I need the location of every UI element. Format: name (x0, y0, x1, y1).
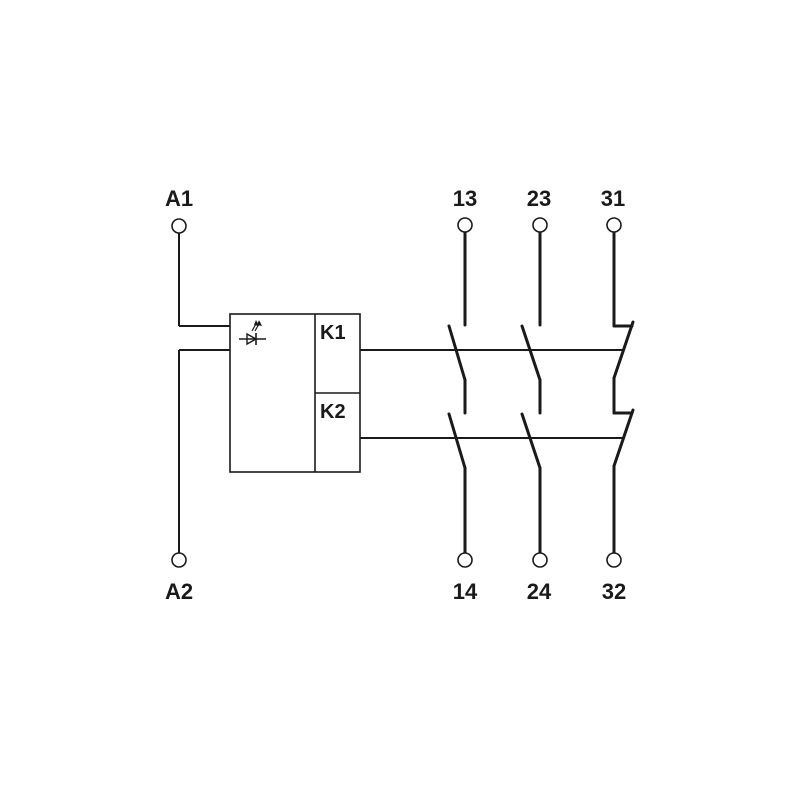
k2-contact-13-14 (447, 412, 467, 470)
terminal-14 (457, 552, 473, 568)
k1-contact-13-14 (447, 324, 467, 382)
relay-k2-label: K2 (320, 401, 346, 423)
label-24: 24 (527, 579, 552, 604)
terminal-a1 (171, 218, 187, 234)
label-a2: A2 (165, 579, 193, 604)
led-diode-icon (239, 320, 266, 346)
relay-k1-label: K1 (320, 322, 346, 344)
contact-path-13-14 (447, 230, 467, 555)
label-32: 32 (602, 579, 626, 604)
terminal-24 (532, 552, 548, 568)
terminal-23 (532, 217, 548, 233)
coil-wiring (178, 233, 230, 553)
label-31: 31 (601, 186, 625, 211)
contact-path-31-32 (612, 230, 635, 555)
contact-path-23-24 (520, 230, 542, 555)
terminal-32 (606, 552, 622, 568)
label-14: 14 (453, 579, 478, 604)
linkages (360, 349, 624, 439)
k2-contact-23-24 (520, 412, 542, 470)
k1-contact-23-24 (520, 324, 542, 382)
terminal-13 (457, 217, 473, 233)
k2-contact-31-32 (612, 408, 635, 468)
terminal-31 (606, 217, 622, 233)
k1-contact-31-32 (612, 320, 635, 380)
terminal-labels: A1 A2 13 14 23 24 31 32 (165, 186, 626, 604)
label-a1: A1 (165, 186, 193, 211)
label-13: 13 (453, 186, 477, 211)
terminal-a2 (171, 552, 187, 568)
relay-module: K1 K2 (229, 313, 361, 473)
terminals (171, 217, 622, 568)
label-23: 23 (527, 186, 551, 211)
